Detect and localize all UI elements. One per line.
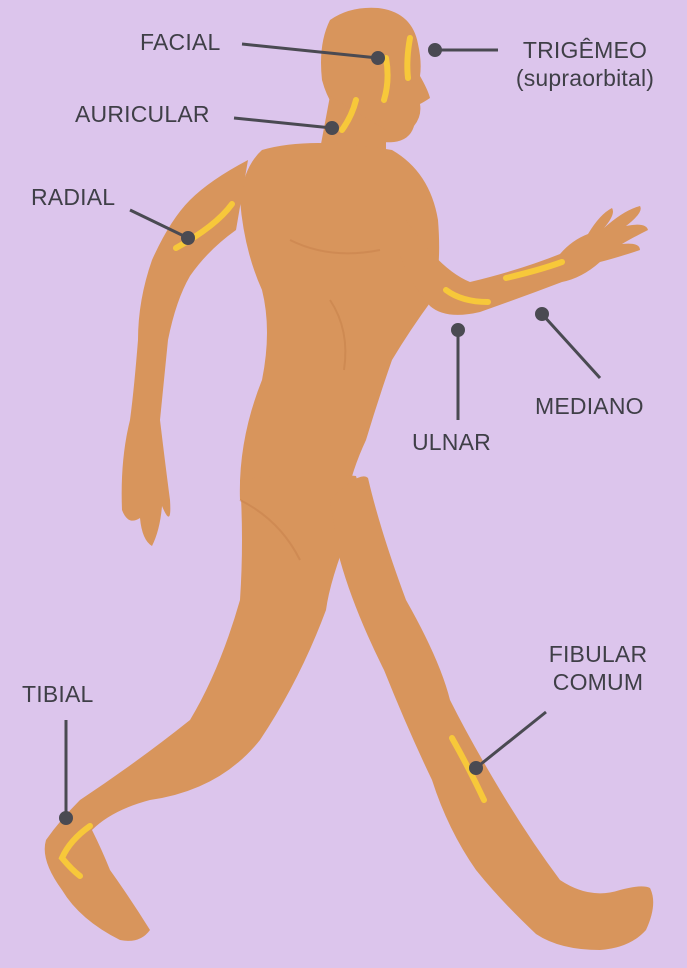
label-fibular-line1: FIBULAR — [532, 640, 664, 668]
label-fibular-comum: FIBULAR COMUM — [532, 640, 664, 696]
pointer-dot-radial — [183, 233, 194, 244]
body-silhouette — [45, 8, 653, 950]
pointer-dot-fibular — [471, 763, 482, 774]
label-auricular: AURICULAR — [75, 100, 210, 128]
nerve-facial — [384, 58, 388, 100]
pointer-dot-ulnar — [453, 325, 464, 336]
label-trigemeo-subtitle: (supraorbital) — [500, 64, 670, 92]
label-tibial: TIBIAL — [22, 680, 94, 708]
nerve-trigemeo — [407, 38, 410, 78]
label-fibular-line2: COMUM — [532, 668, 664, 696]
pointer-dot-auricular — [327, 123, 338, 134]
label-facial: FACIAL — [140, 28, 220, 56]
pointer-dot-tibial — [61, 813, 72, 824]
label-ulnar: ULNAR — [412, 428, 491, 456]
pointer-dot-trigemeo — [430, 45, 441, 56]
label-trigemeo: TRIGÊMEO (supraorbital) — [500, 36, 670, 92]
label-radial: RADIAL — [31, 183, 115, 211]
rear-leg — [330, 476, 653, 950]
torso — [240, 143, 439, 500]
label-trigemeo-title: TRIGÊMEO — [500, 36, 670, 64]
label-mediano: MEDIANO — [535, 392, 644, 420]
back-arm — [122, 160, 248, 546]
pointer-dot-mediano — [537, 309, 548, 320]
pointer-dot-facial — [373, 53, 384, 64]
